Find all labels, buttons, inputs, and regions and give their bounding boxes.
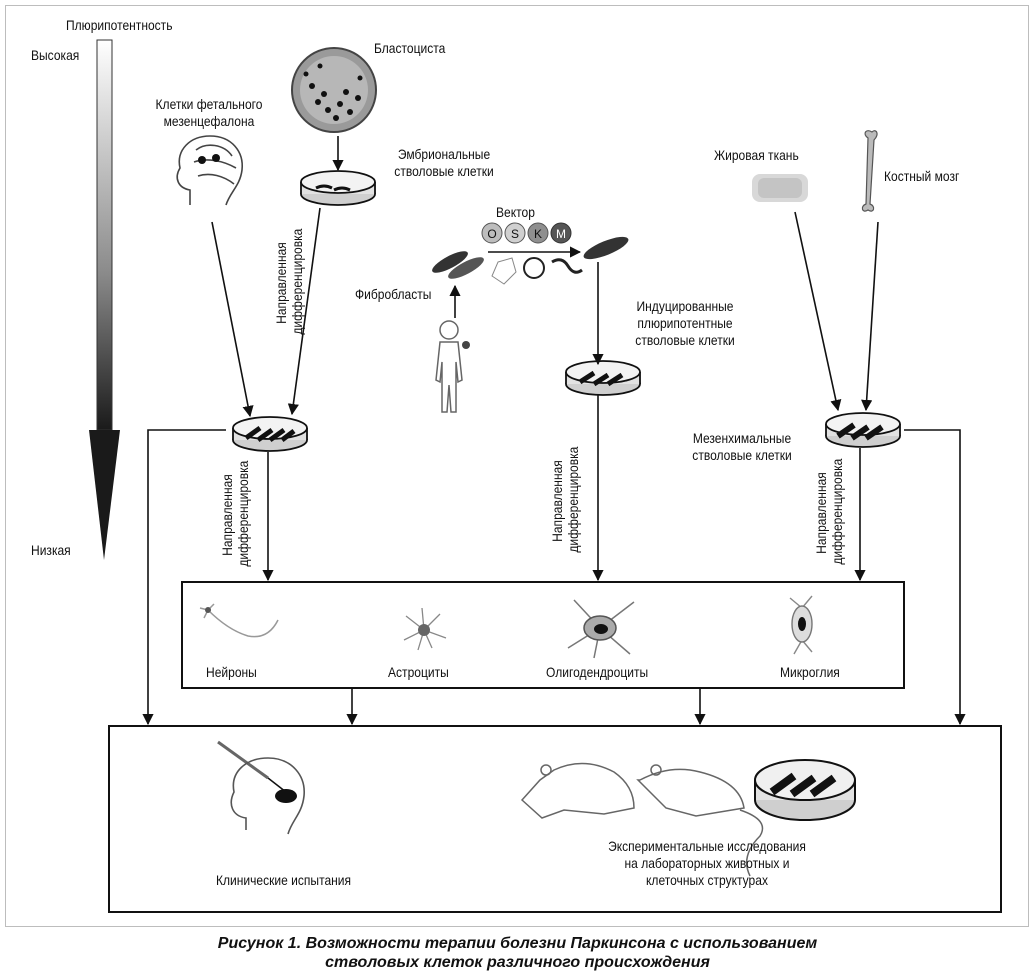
fetal-label: Клетки фетального мезенцефалона [155,96,263,129]
directed-diff-label-1: Направленная дифференцировка [273,228,305,335]
vector-factors-icon: O S K M [481,222,583,285]
lab-animals-icon [520,762,764,877]
factor-m: M [556,227,566,241]
pluripotency-low: Низкая [31,542,71,558]
ipsc-label: Индуцированные плюрипотентные стволовые … [635,298,735,348]
embryonic-dish-icon [300,170,376,206]
factor-o: O [487,227,496,241]
fetal-head-icon [176,135,243,206]
applications-box [108,725,1002,913]
differentiated-dish-fetal-icon [232,416,308,452]
directed-diff-label-2: Направленная дифференцировка [219,460,251,567]
embryonic-label: Эмбриональные стволовые клетки [394,146,494,179]
caption-line-2: стволовых клеток различного происхождени… [325,954,710,971]
pluripotency-arrow [89,39,120,560]
pluripotency-high: Высокая [31,47,80,63]
directed-diff-label-4: Направленная дифференцировка [813,458,845,565]
fibroblast-cells-icon [432,251,484,279]
figure-caption: Рисунок 1. Возможности терапии болезни П… [0,934,1035,972]
vector-label: Вектор [496,204,535,220]
human-body-icon [435,320,470,413]
neurons-label: Нейроны [206,664,257,680]
oligodendrocyte-icon [567,599,635,659]
factor-k: K [534,227,542,241]
blastocyst-label: Бластоциста [374,40,446,56]
astrocyte-icon [403,607,447,651]
clinical-trials-label: Клинические испытания [216,872,352,888]
blastocyst-icon [291,47,377,133]
adipose-tissue-icon [752,174,808,202]
astrocytes-label: Астроциты [388,664,449,680]
experimental-dish-icon [754,759,856,821]
figure-frame [5,5,1029,927]
msc-label: Мезенхимальные стволовые клетки [692,430,792,463]
pluripotency-title: Плюрипотентность [66,17,173,33]
microglia-icon [789,595,813,655]
bone-marrow-label: Костный мозг [884,168,960,184]
flow-arrows [142,136,966,726]
directed-diff-label-3: Направленная дифференцировка [549,446,581,553]
adipose-label: Жировая ткань [714,147,799,163]
microglia-label: Микроглия [780,664,840,680]
ipsc-cell-icon [583,236,629,260]
experimental-research-label: Экспериментальные исследования на лабора… [608,838,806,888]
neuron-icon [199,603,279,638]
msc-dish-icon [825,412,901,448]
factor-s: S [511,227,519,241]
syringe-brain-icon [217,740,305,835]
ipsc-dish-icon [565,360,641,396]
cell-types-box [181,581,905,689]
caption-line-1: Рисунок 1. Возможности терапии болезни П… [217,935,818,952]
fibroblasts-label: Фибробласты [355,286,432,302]
bone-icon [861,130,878,212]
oligodendrocytes-label: Олигодендроциты [546,664,649,680]
